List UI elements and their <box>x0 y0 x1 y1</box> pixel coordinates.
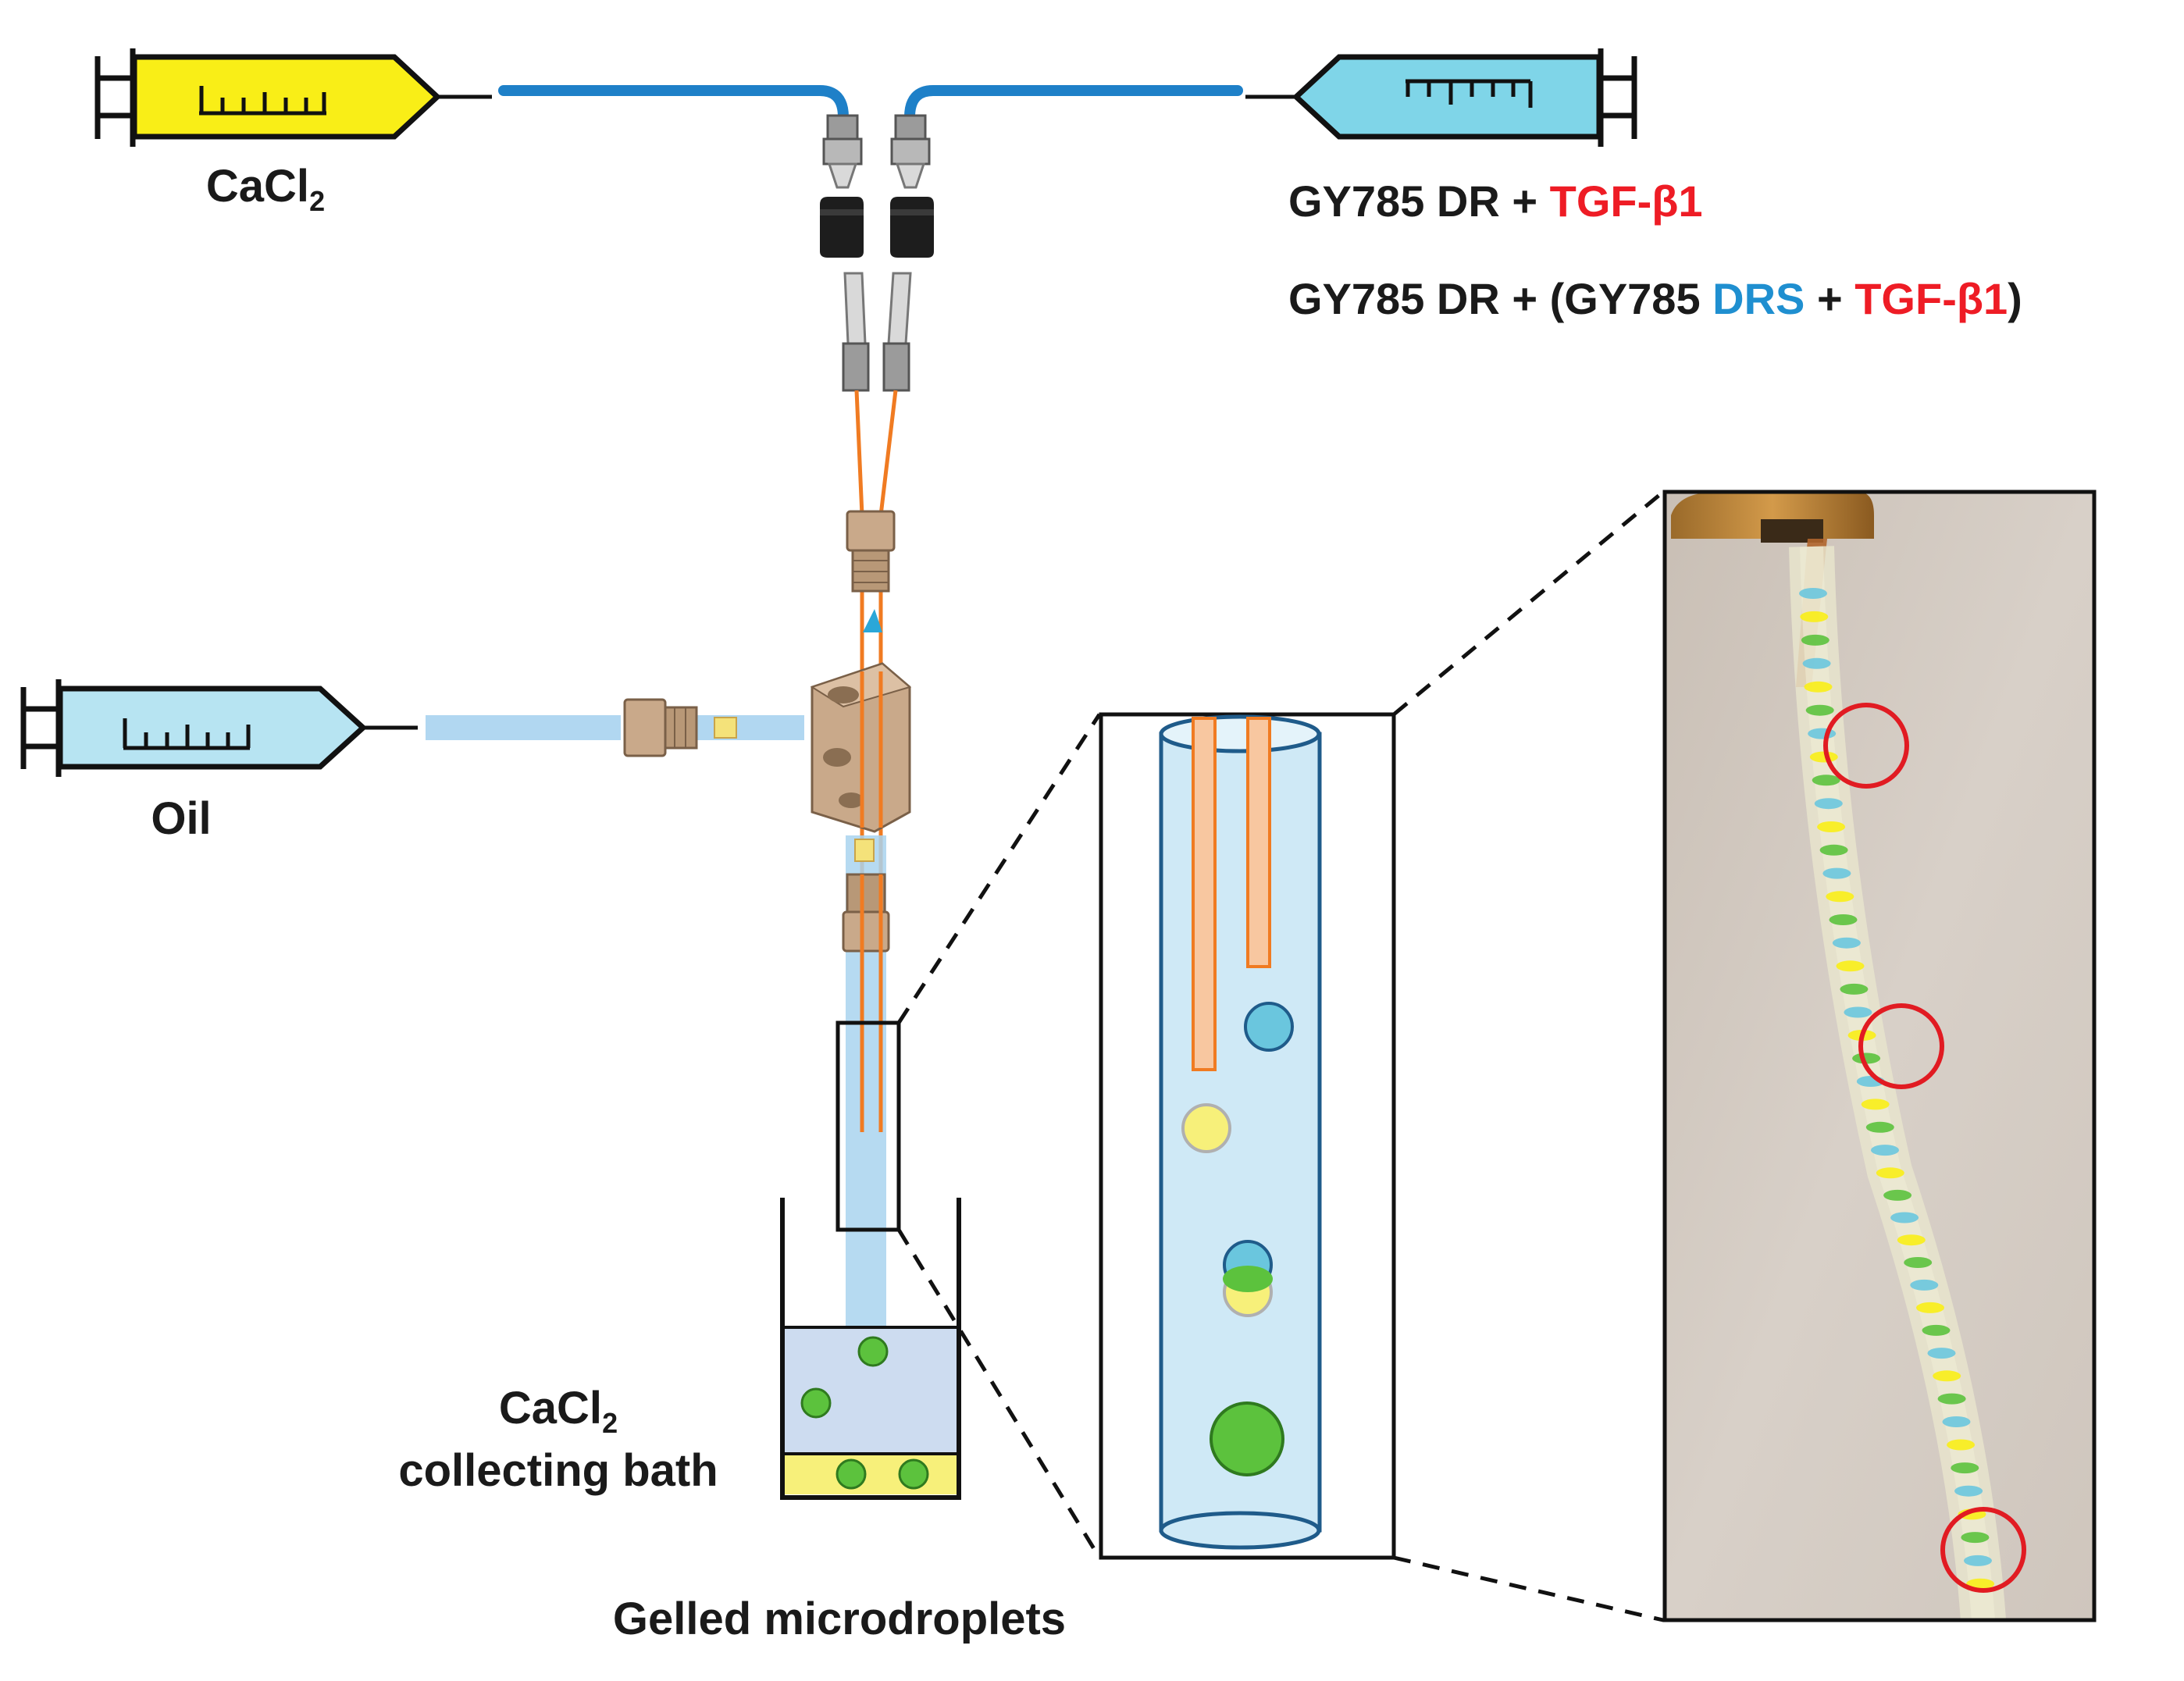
photo-droplet <box>1922 1324 1951 1336</box>
photo-droplet <box>1817 821 1846 832</box>
photo-droplet <box>1954 1485 1983 1497</box>
photo-droplet <box>1947 1439 1976 1451</box>
photo-droplet <box>1890 1212 1919 1223</box>
t-junction-block <box>810 662 912 833</box>
zoom-lines-inset1 <box>896 713 1102 1559</box>
photo-droplet <box>1801 634 1830 646</box>
oil-syringe <box>20 679 418 777</box>
photo-droplet <box>1814 798 1843 810</box>
bath-label-collecting: collecting bath <box>398 1445 718 1496</box>
photo-droplet <box>1844 1006 1872 1018</box>
bath-label-line-1: CaCl2 <box>498 1383 618 1437</box>
photo-droplet <box>1942 1416 1971 1427</box>
outlet-tubing <box>842 835 890 1327</box>
photo-droplet <box>1927 1348 1956 1359</box>
photo-droplet <box>1826 891 1854 903</box>
cacl2-syringe-graduations <box>199 86 326 116</box>
highlight-circle-2 <box>1858 1003 1944 1089</box>
oil-syringe-graduations <box>123 718 251 750</box>
photo-droplet <box>1937 1393 1966 1405</box>
oil-label: Oil <box>151 793 212 844</box>
formulation-2-suffix: ) <box>2008 274 2022 323</box>
highlight-circle-1 <box>1823 703 1909 789</box>
photo-droplet <box>1832 937 1861 949</box>
photo-droplet <box>1812 775 1840 786</box>
photo-droplet <box>1861 1099 1890 1110</box>
photo-droplet <box>1840 983 1869 995</box>
photo-droplet <box>1865 1121 1894 1133</box>
gelled-microdroplets-text: Gelled microdroplets <box>612 1594 1067 1644</box>
photo-droplet <box>1964 1555 1992 1566</box>
photo-droplet <box>1852 1052 1881 1064</box>
photo-droplet <box>1804 681 1833 693</box>
photo-droplet <box>1933 1370 1961 1382</box>
highlight-circle-3 <box>1940 1507 2026 1593</box>
hydrogel-syringe-graduations <box>1406 79 1533 108</box>
formulation-line-1: GY785 DR + TGF-β1 <box>1288 180 1703 223</box>
formulation-2-drs: DRS <box>1712 274 1805 323</box>
photo-droplet <box>1808 728 1837 739</box>
photo-droplet <box>1951 1462 1979 1474</box>
formulation-1-tgf: TGF-β1 <box>1549 176 1703 226</box>
photo-droplet <box>1897 1234 1926 1246</box>
bath-label-cacl: CaCl <box>498 1383 603 1433</box>
photo-droplet <box>1876 1167 1904 1179</box>
formulation-2-plus: + <box>1805 274 1855 323</box>
photo-droplet <box>1829 914 1858 925</box>
hydrogel-syringe <box>1245 48 1637 147</box>
photo-droplet <box>1883 1189 1912 1201</box>
formulation-line-2: GY785 DR + (GY785 DRS + TGF-β1) <box>1288 277 2022 321</box>
photo-droplet <box>1904 1257 1933 1268</box>
photo-droplet <box>1966 1578 1995 1590</box>
top-fittings <box>820 114 934 392</box>
top-tubing <box>498 85 1243 123</box>
photo-droplet <box>1916 1302 1944 1313</box>
inset-photo <box>1662 490 2097 1622</box>
inset-schematic <box>1099 712 1396 1560</box>
oil-syringe-label: Oil <box>151 796 211 842</box>
photo-droplet <box>1809 751 1838 763</box>
collecting-bath <box>780 1198 961 1500</box>
cacl2-syringe <box>94 48 492 147</box>
upper-connector <box>846 510 896 632</box>
zoom-region-box <box>835 1020 901 1232</box>
formulation-2-prefix: GY785 DR + (GY785 <box>1288 274 1713 323</box>
photo-droplet <box>1836 960 1865 972</box>
photo-droplet <box>1910 1279 1939 1291</box>
photo-droplet <box>1802 657 1831 669</box>
formulation-2-tgf: TGF-β1 <box>1854 274 2008 323</box>
photo-droplet <box>1819 844 1848 856</box>
zoom-lines-inset2 <box>1392 490 1665 1622</box>
formulation-1-prefix: GY785 DR + <box>1288 176 1550 226</box>
cacl2-label-main: CaCl <box>205 161 310 212</box>
photo-droplet <box>1961 1532 1990 1544</box>
bath-label-subscript: 2 <box>602 1407 618 1439</box>
cacl2-syringe-label: CaCl2 <box>205 161 325 215</box>
photo-droplet <box>1822 867 1851 879</box>
photo-droplet <box>1871 1145 1899 1156</box>
photo-droplet <box>1799 588 1827 599</box>
oil-connector <box>623 698 698 757</box>
photo-droplet <box>1805 704 1834 716</box>
gelled-microdroplets-label: Gelled microdroplets <box>613 1597 1066 1642</box>
bath-label-line-2: collecting bath <box>398 1448 718 1494</box>
oil-tubing <box>426 715 804 740</box>
photo-droplet <box>1800 611 1829 622</box>
cacl2-label-subscript: 2 <box>309 185 326 217</box>
